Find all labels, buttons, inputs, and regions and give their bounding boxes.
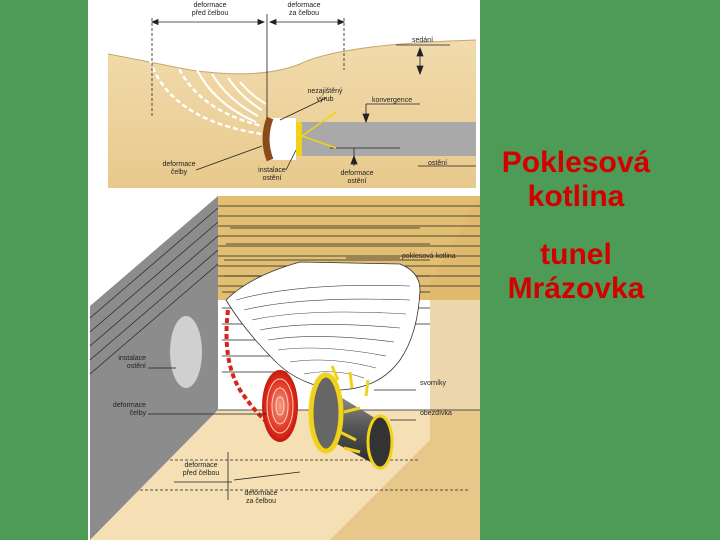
title-line-2: kotlina [488,180,664,214]
label-deformation-behind-face: deformace za čelbou [276,2,332,18]
label-line: deformace [276,2,332,10]
label-line: čelby [96,410,146,418]
label-line: instalace [96,355,146,363]
title-line-1: Poklesová [488,146,664,180]
label-line: deformace [180,2,240,10]
label-lining: ostění [428,160,447,168]
label-settlement: sedání [412,37,433,45]
label-line: před čelbou [172,470,230,478]
shotcrete-ring [368,416,392,468]
label-settlement-trough: poklesová kotlina [402,253,456,261]
lining-ring-front [311,375,341,451]
label-deformation-before-face-3d: deformace před čelbou [172,462,230,478]
label-line: deformace [96,402,146,410]
subtitle-line-2: Mrázovka [488,272,664,306]
label-rock-bolts: svorníky [420,380,446,388]
label-line: deformace [154,161,204,169]
label-convergence: konvergence [372,97,412,105]
label-line: ostění [252,175,292,183]
label-lining-deformation: deformace ostění [334,170,380,186]
label-lining-installation-3d: instalace ostění [96,355,146,371]
label-line: deformace [172,462,230,470]
subtitle-line-1: tunel [488,238,664,272]
label-line: výrub [300,96,350,104]
label-deformation-behind-face-3d: deformace za čelbou [232,490,290,506]
label-line: ostění [334,178,380,186]
label-face-deformation: deformace čelby [154,161,204,177]
label-unsupported-excavation: nezajištěný výrub [300,88,350,104]
label-line: nezajištěný [300,88,350,96]
lining-install [296,122,302,156]
label-face-deformation-3d: deformace čelby [96,402,146,418]
label-shotcrete: obezdívka [420,410,452,418]
label-line: instalace [252,167,292,175]
top-tunnel [296,122,476,156]
label-line: deformace [232,490,290,498]
block-diagram-3d [90,196,480,540]
label-line: za čelbou [276,10,332,18]
label-line: za čelbou [232,498,290,506]
label-lining-installation: instalace ostění [252,167,292,183]
label-deformation-before-face: deformace před čelbou [180,2,240,18]
label-line: před čelbou [180,10,240,18]
label-line: deformace [334,170,380,178]
label-line: čelby [154,169,204,177]
label-line: ostění [96,363,146,371]
slide-title-block: Poklesová kotlina tunel Mrázovka [488,146,664,306]
lining-outline-left [170,316,202,388]
